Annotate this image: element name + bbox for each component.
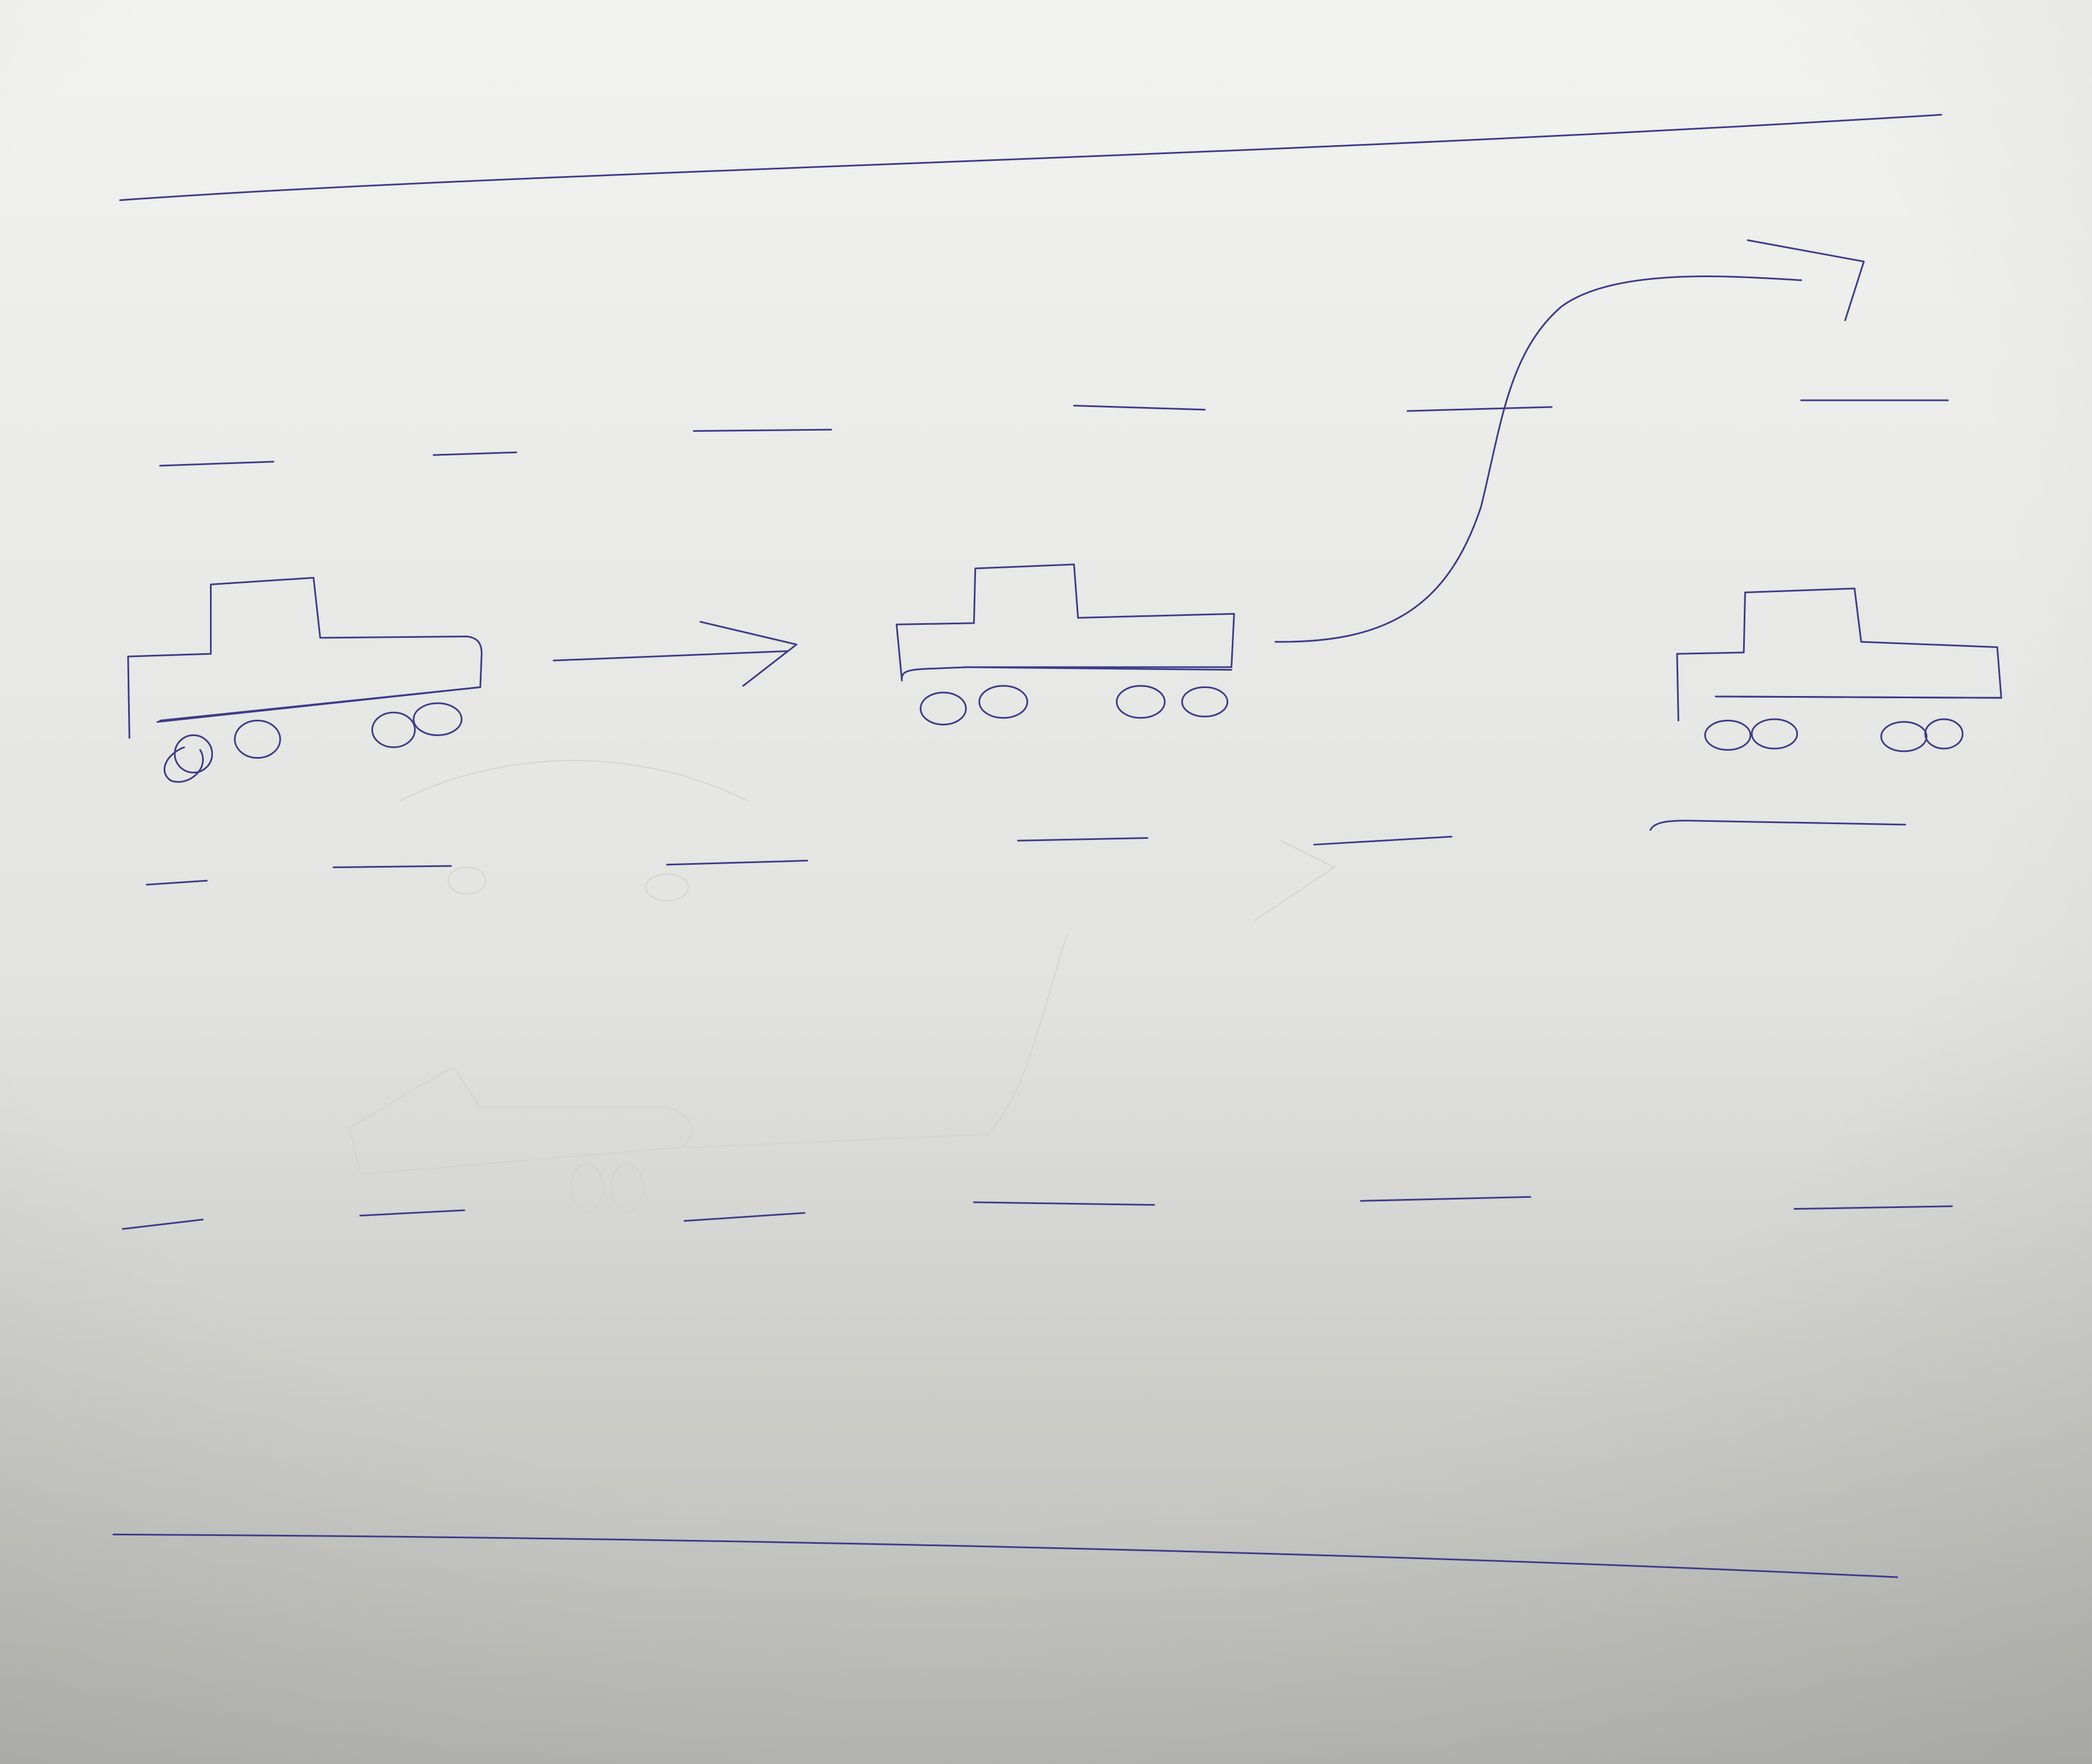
car-body (1677, 588, 2001, 720)
lane-dash (360, 1210, 464, 1215)
arrow-curve (1276, 277, 1801, 642)
car-body (896, 564, 1234, 681)
top-road-edge (120, 115, 1941, 200)
lane-dash (1795, 1206, 1952, 1209)
lane-dash (667, 861, 807, 865)
straight-arrow (554, 622, 796, 686)
lane-dash (1074, 406, 1205, 410)
car-wheel (372, 712, 415, 747)
car-wheel (414, 703, 462, 736)
arrow-head (701, 622, 796, 686)
car-underline (1715, 697, 2001, 698)
car-body (128, 578, 482, 738)
lane-divider-lower (122, 1197, 1951, 1229)
car-wheel (921, 693, 966, 725)
car-wheel (979, 686, 1027, 718)
lane-dash (147, 881, 207, 885)
car-wheel (175, 735, 212, 772)
lane-change-arrow (1276, 240, 1864, 642)
car-2 (896, 564, 1234, 725)
lane-dash (1361, 1197, 1530, 1201)
embossed-impression (349, 760, 1334, 1211)
car-underline (157, 687, 480, 721)
lane-dash (974, 1202, 1154, 1205)
lane-dash (1314, 837, 1451, 844)
car-wheel (1705, 720, 1750, 750)
lane-divider-upper (160, 400, 1948, 466)
car-wheel (1182, 687, 1227, 716)
arrow-head (1748, 240, 1864, 320)
lane-dash (1018, 838, 1147, 841)
car-wheel (1925, 719, 1963, 749)
car-underline (963, 667, 1231, 670)
lane-dash (122, 1220, 203, 1229)
car-1 (128, 578, 482, 782)
car-wheel (164, 747, 203, 782)
lane-divider-middle (147, 821, 1905, 885)
ink-drawing (113, 115, 2001, 1577)
lane-dash (334, 866, 451, 867)
lane-dash (694, 430, 831, 431)
arrow-shaft (554, 651, 787, 661)
car-wheel (1752, 719, 1797, 749)
car-3 (1677, 588, 2001, 751)
bottom-road-edge (113, 1534, 1897, 1577)
lane-dash (1408, 407, 1552, 411)
car-wheel (1881, 722, 1927, 751)
lane-dash (684, 1213, 804, 1221)
car-wheel (1117, 686, 1165, 718)
car-wheel (235, 720, 280, 758)
lane-dash (1651, 821, 1905, 830)
lane-dash (434, 452, 517, 455)
lane-dash (160, 462, 274, 466)
